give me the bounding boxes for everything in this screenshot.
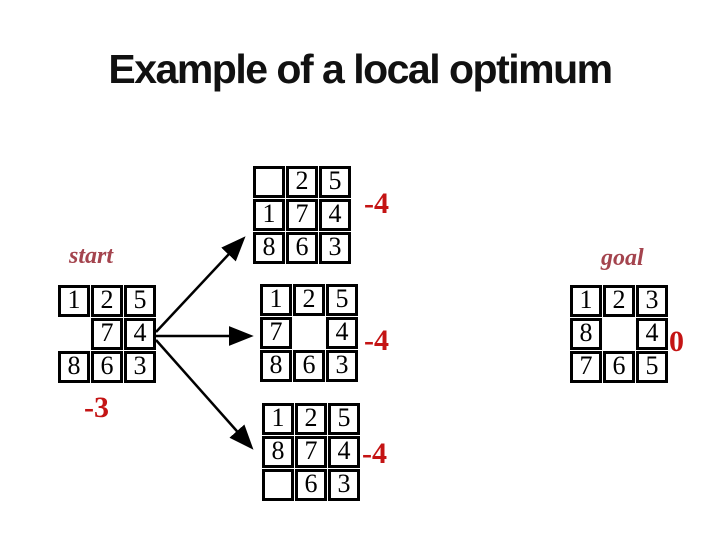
puzzle-blank-cell xyxy=(603,318,635,350)
puzzle-tile: 8 xyxy=(260,350,292,382)
puzzle-tile: 7 xyxy=(295,436,327,468)
puzzle-tile: 1 xyxy=(570,285,602,317)
puzzle-tile: 1 xyxy=(262,403,294,435)
puzzle-tile: 8 xyxy=(570,318,602,350)
puzzle-tile: 1 xyxy=(260,284,292,316)
puzzle-tile: 1 xyxy=(58,285,90,317)
goal-label: goal xyxy=(601,245,644,271)
puzzle-tile: 5 xyxy=(124,285,156,317)
puzzle-tile: 3 xyxy=(636,285,668,317)
score-goal: 0 xyxy=(669,325,684,358)
arrow-to-top-successor xyxy=(155,236,246,333)
puzzle-tile: 8 xyxy=(58,351,90,383)
puzzle-tile: 6 xyxy=(295,469,327,501)
puzzle-tile: 3 xyxy=(328,469,360,501)
puzzle-tile: 2 xyxy=(293,284,325,316)
score-successor-middle: -4 xyxy=(364,324,389,357)
puzzle-tile: 5 xyxy=(319,166,351,198)
puzzle-tile: 7 xyxy=(91,318,123,350)
start-label: start xyxy=(69,243,114,269)
puzzle-tile: 6 xyxy=(91,351,123,383)
puzzle-tile: 3 xyxy=(319,232,351,264)
puzzle-tile: 2 xyxy=(295,403,327,435)
puzzle-tile: 7 xyxy=(260,317,292,349)
puzzle-tile: 8 xyxy=(253,232,285,264)
puzzle-tile: 6 xyxy=(286,232,318,264)
puzzle-tile: 4 xyxy=(124,318,156,350)
puzzle-tile: 2 xyxy=(286,166,318,198)
puzzle-blank-cell xyxy=(253,166,285,198)
puzzle-tile: 4 xyxy=(319,199,351,231)
puzzle-tile: 2 xyxy=(603,285,635,317)
puzzle-tile: 6 xyxy=(293,350,325,382)
puzzle-tile: 6 xyxy=(603,351,635,383)
arrow-to-bottom-successor xyxy=(155,339,254,450)
puzzle-blank-cell xyxy=(293,317,325,349)
score-successor-top: -4 xyxy=(364,187,389,220)
puzzle-blank-cell xyxy=(58,318,90,350)
puzzle-tile: 7 xyxy=(286,199,318,231)
puzzle-tile: 4 xyxy=(326,317,358,349)
puzzle-tile: 1 xyxy=(253,199,285,231)
puzzle-tile: 5 xyxy=(326,284,358,316)
score-successor-bottom: -4 xyxy=(362,437,387,470)
puzzle-tile: 5 xyxy=(328,403,360,435)
puzzle-tile: 4 xyxy=(636,318,668,350)
puzzle-tile: 3 xyxy=(326,350,358,382)
puzzle-tile: 2 xyxy=(91,285,123,317)
puzzle-tile: 5 xyxy=(636,351,668,383)
score-start: -3 xyxy=(84,391,109,424)
slide-title: Example of a local optimum xyxy=(108,46,613,92)
puzzle-blank-cell xyxy=(262,469,294,501)
puzzle-tile: 4 xyxy=(328,436,360,468)
puzzle-tile: 3 xyxy=(124,351,156,383)
puzzle-tile: 7 xyxy=(570,351,602,383)
puzzle-tile: 8 xyxy=(262,436,294,468)
